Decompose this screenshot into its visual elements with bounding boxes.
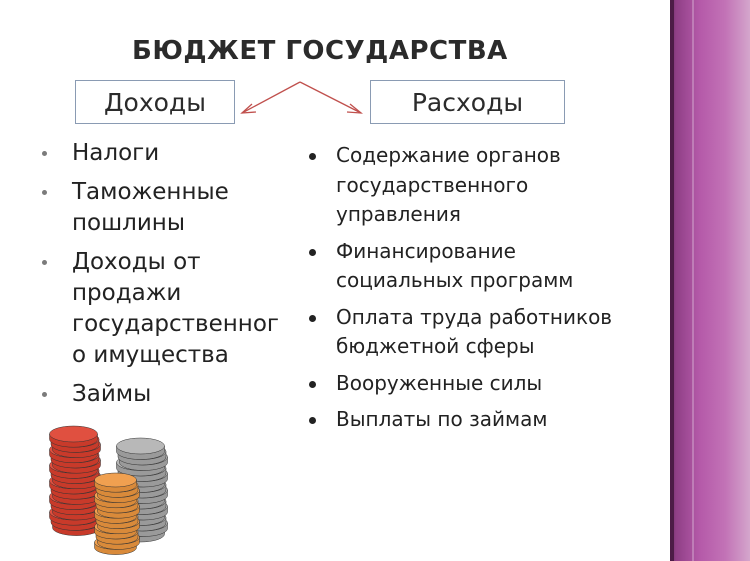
expense-item-text: Вооруженные силы (336, 370, 543, 395)
expense-item: Выплаты по займам (308, 405, 658, 435)
expense-item: Вооруженные силы (308, 369, 658, 399)
bullet-icon (42, 260, 47, 265)
bullet-icon (309, 314, 316, 322)
coin-top (94, 472, 137, 488)
coin-top (49, 425, 98, 443)
expense-item-text: Выплаты по займам (336, 407, 548, 431)
income-item: Налоги (42, 138, 292, 169)
arrow-left-icon (240, 81, 301, 114)
bullet-icon (309, 248, 316, 256)
red-coin-stack (49, 425, 101, 536)
bullet-icon (309, 417, 316, 424)
expenses-label: Расходы (411, 87, 524, 117)
bullet-icon (309, 380, 316, 388)
income-box: Доходы (75, 80, 235, 124)
income-label: Доходы (104, 87, 206, 117)
expenses-box: Расходы (370, 80, 565, 124)
coin-top (116, 437, 165, 455)
income-item: Займы (42, 379, 292, 410)
bullet-icon (42, 151, 47, 156)
arrows (240, 81, 363, 114)
income-item-text: Налоги (72, 140, 160, 166)
orange-coin-stack (94, 472, 140, 555)
arrow-right-icon (299, 81, 363, 114)
decorative-side-panel (670, 0, 750, 561)
bullet-icon (42, 392, 47, 397)
income-item-text: Займы (72, 381, 152, 407)
bullet-icon (42, 190, 47, 195)
side-panel-highlight (692, 0, 694, 561)
bullet-icon (309, 153, 316, 160)
page-title: БЮДЖЕТ ГОСУДАРСТВА (132, 36, 508, 66)
coin-stacks-icon (49, 425, 168, 555)
side-panel-edge (670, 0, 674, 561)
